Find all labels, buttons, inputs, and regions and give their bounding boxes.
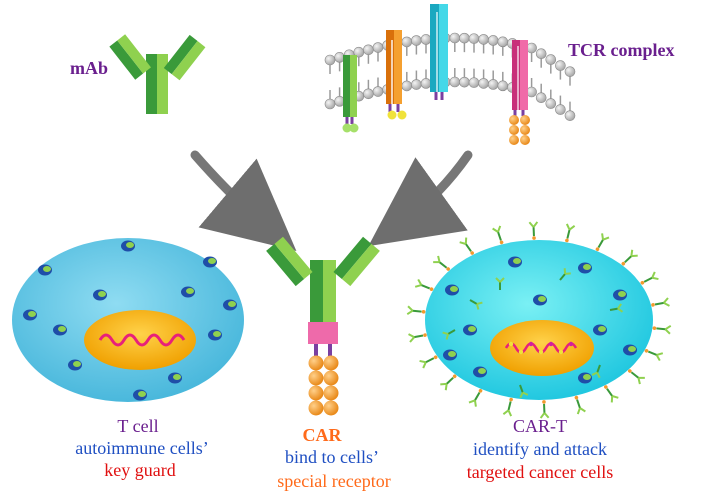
car-construct [266,236,380,416]
surface-car [419,355,438,369]
lipid [497,36,509,92]
surface-car [502,397,513,417]
lipid [478,34,489,89]
surface-receptor [508,256,522,268]
car-hinge [308,322,338,344]
lipid [526,42,537,98]
surface-car [469,299,483,310]
mab-antibody [109,34,206,114]
surface-car [591,364,601,379]
surface-car [495,277,505,290]
surface-car [644,349,664,362]
car-t-receptors [443,256,637,384]
lipid [449,32,461,88]
surface-receptor [613,289,627,301]
tcr-proteins [342,4,530,145]
car-signaling-domains [308,355,339,416]
surface-receptor [578,262,592,274]
surface-receptor [121,240,135,252]
lipid [372,42,384,97]
label-mab: mAb [70,58,108,78]
cart-line2: identify and attack [473,439,607,459]
surface-receptor [473,366,487,378]
lipid [459,32,470,88]
surface-car [604,385,619,403]
surface-car [406,305,426,316]
car-title: CAR [303,425,343,445]
surface-car [628,369,645,385]
tcell-line2: autoimmune cells’ [75,438,208,458]
car-line3: special receptor [277,471,390,491]
surface-receptor [23,309,37,321]
lipid [420,34,432,89]
lipid [363,44,374,100]
surface-car [492,225,504,245]
surface-receptor [593,324,607,336]
surface-car [651,297,670,307]
surface-car [440,374,457,391]
car-t-dna-dots [508,341,574,355]
surface-car [519,384,529,399]
car-t-nucleus [490,320,594,376]
lipid [535,48,547,104]
surface-receptor [208,329,222,341]
arrow-from-mab [190,150,297,252]
surface-car [559,268,571,281]
tcr-membrane [324,32,576,121]
lipid [545,54,557,109]
surface-car [459,237,474,255]
lipid [401,36,413,92]
surface-car [652,324,672,335]
surface-receptor [38,264,52,276]
lipid [555,60,566,115]
lipid [411,35,422,90]
surface-receptor [168,372,182,384]
surface-receptor [181,286,195,298]
car-line2: bind to cells’ [285,447,379,467]
lipid [324,54,336,110]
arrow-from-tcr [368,150,473,247]
surface-car [414,278,434,291]
t-cell-nucleus [84,310,196,370]
cart-title: CAR-T [513,416,567,436]
surface-receptor [443,349,457,361]
surface-car [442,329,456,340]
surface-car [408,333,427,343]
surface-car [574,395,586,415]
lipid [468,33,480,88]
lipid [487,35,499,90]
surface-receptor [533,294,547,306]
surface-car [528,221,539,240]
tcell-title: T cell [117,416,158,436]
surface-receptor [68,359,82,371]
surface-receptor [203,256,217,268]
surface-receptor [133,389,147,401]
surface-receptor [578,372,592,384]
surface-car [595,233,610,251]
surface-car [621,249,638,266]
car-t-surface-cars [406,221,672,419]
car-t-cell [406,221,672,419]
surface-receptor [623,344,637,356]
t-cell-dna [98,333,186,347]
t-cell [12,238,244,402]
lipid [564,66,576,121]
surface-car [565,223,576,243]
surface-receptor [93,289,107,301]
tcell-line3: key guard [104,460,175,480]
surface-receptor [53,324,67,336]
surface-car [433,255,450,271]
surface-receptor [223,299,237,311]
t-cell-receptors [23,240,237,401]
surface-receptor [463,324,477,336]
surface-car [609,303,624,313]
cart-line3: targeted cancer cells [467,462,614,482]
surface-receptor [445,284,459,296]
surface-car [468,389,483,407]
surface-car [539,400,550,419]
label-tcr-complex: TCR complex [568,40,675,60]
surface-car [640,271,659,285]
